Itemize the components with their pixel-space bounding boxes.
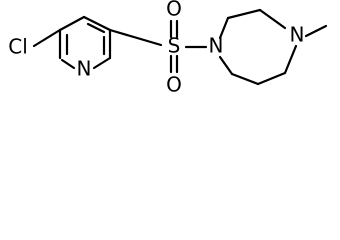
bond-c3-n4: [258, 8, 287, 30]
bond-c2-cl: [32, 28, 62, 48]
bond-c6-c7: [230, 72, 260, 86]
bond-c5-c6: [256, 71, 287, 86]
sulfur-atom: S: [168, 34, 181, 58]
aromatic-bond-1: [86, 22, 106, 34]
bond-ring-to-sulfur: [108, 28, 163, 47]
bond-c7-n1: [218, 55, 234, 76]
pyridine-ring: [58, 15, 112, 70]
diazepane-nitrogen-1-atom: N: [209, 34, 224, 58]
diazepane-nitrogen-4-atom: N: [290, 23, 305, 47]
bond-n1-c2: [218, 16, 230, 40]
bond-c6-n: [60, 58, 76, 70]
pyridine-nitrogen-atom: N: [77, 57, 92, 81]
diazepane-ring: [218, 8, 298, 86]
bond-c2-c3: [226, 8, 262, 20]
bond-c5-c6: [92, 56, 112, 70]
bond-n4-methyl: [304, 24, 328, 38]
bond-c3-c4: [82, 15, 112, 32]
oxygen-top-atom: O: [166, 0, 182, 21]
oxygen-bottom-atom: O: [166, 73, 182, 97]
bond-c2-c3: [58, 15, 86, 32]
chemical-structure: Cl N S O O N N: [8, 0, 328, 97]
bond-n4-c5: [283, 44, 298, 75]
chlorine-atom: Cl: [8, 35, 28, 59]
